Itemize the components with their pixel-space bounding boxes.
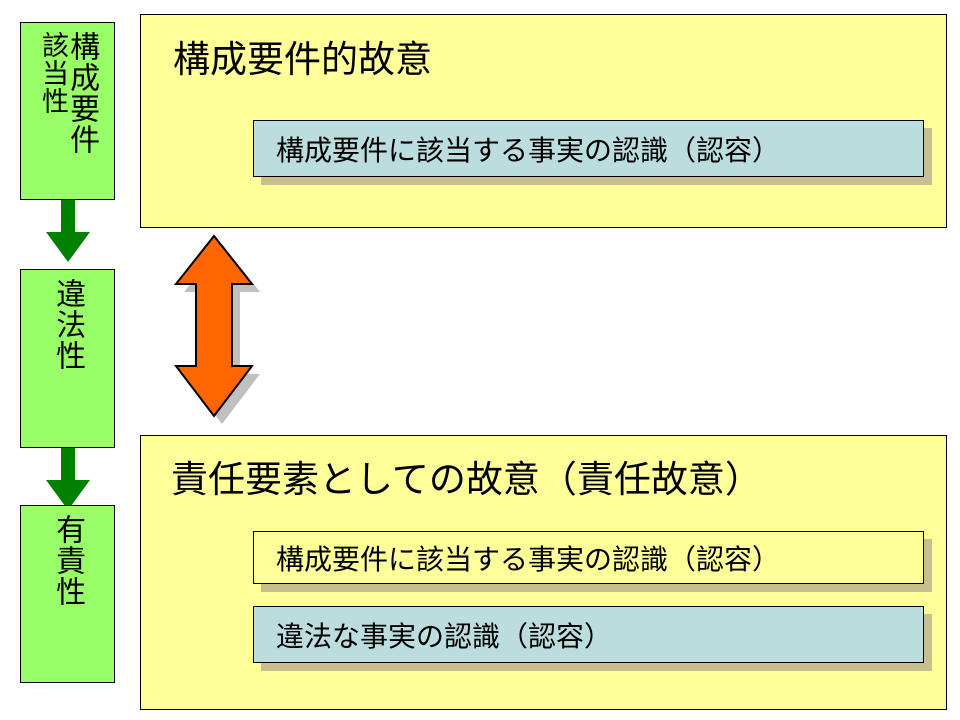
panel-responsibility-intent[interactable]: 責任要素としての故意（責任故意） 構成要件に該当する事実の認識（認容） 違法な事…: [140, 435, 947, 710]
inner-box-bottom-awareness-illegality[interactable]: 違法な事実の認識（認容）: [253, 606, 924, 663]
stage-box-1-right-label: 構成要件: [64, 31, 100, 155]
inner-box-top-awareness-label: 構成要件に該当する事実の認識（認容）: [276, 133, 781, 167]
panel-bottom-title: 責任要素としての故意（責任故意）: [171, 458, 762, 501]
green-down-arrow-1: [38, 200, 98, 268]
inner-box-top-awareness[interactable]: 構成要件に該当する事実の認識（認容）: [253, 120, 924, 177]
panel-top-title: 構成要件的故意: [173, 38, 432, 81]
inner-box-bottom-awareness-facts-label: 構成要件に該当する事実の認識（認容）: [276, 542, 781, 576]
stage-box-illegality[interactable]: 違法性: [20, 269, 115, 448]
stage-box-culpability[interactable]: 有責性: [20, 505, 115, 683]
stage-box-3-right-label: 有責性: [50, 514, 86, 607]
stage-box-constituent-elements[interactable]: 構成要件 該当性: [20, 22, 115, 200]
inner-box-bottom-awareness-illegality-label: 違法な事実の認識（認容）: [276, 619, 613, 653]
inner-box-bottom-awareness-facts[interactable]: 構成要件に該当する事実の認識（認容）: [253, 531, 924, 584]
panel-constituent-intent[interactable]: 構成要件的故意 構成要件に該当する事実の認識（認容）: [140, 14, 947, 228]
orange-double-arrow: [170, 234, 266, 430]
stage-box-1-left-label: 該当性: [36, 31, 68, 115]
stage-box-2-right-label: 違法性: [50, 278, 86, 371]
green-down-arrow-2: [38, 448, 98, 516]
